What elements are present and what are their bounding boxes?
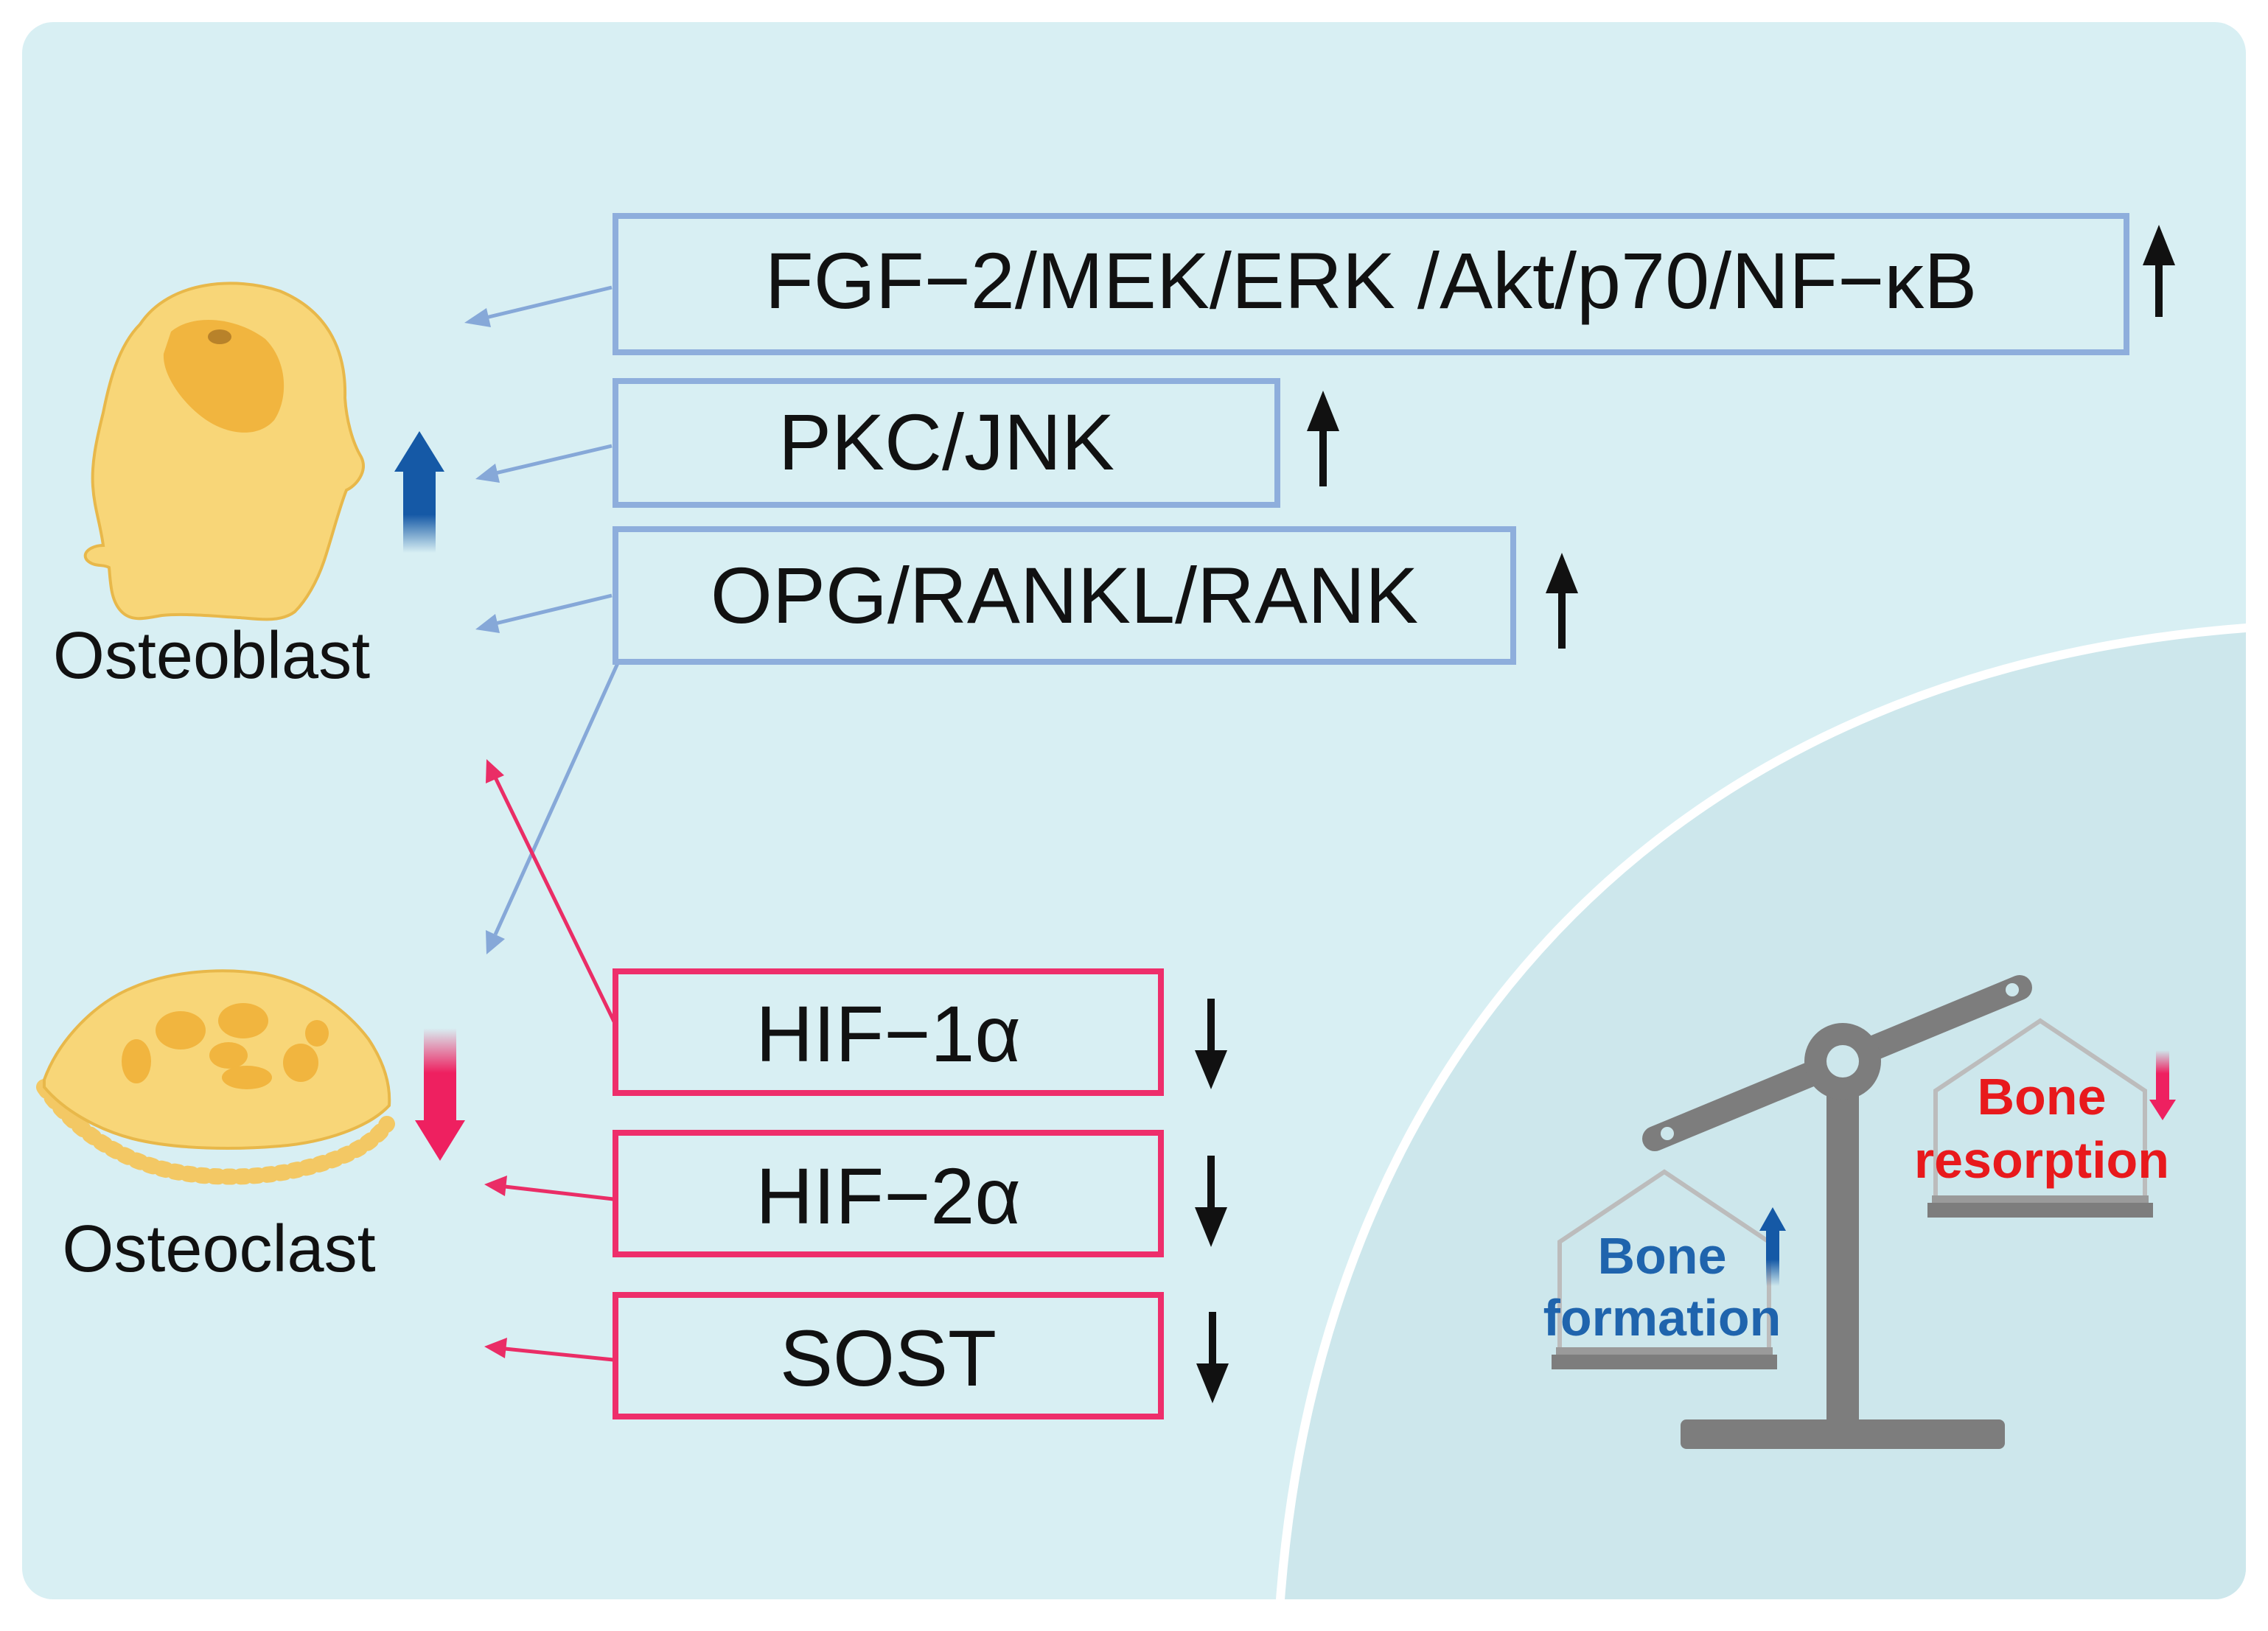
pathway-box-opg: OPG/RANKL/RANK	[613, 526, 1516, 665]
scale-beam-left-hole	[1661, 1127, 1674, 1140]
inset-region	[1274, 621, 2246, 1599]
osteoblast-nucleolus	[208, 329, 231, 344]
trend-up-arrow-fgf2	[2143, 225, 2175, 317]
trend-down-arrow-hif1a	[1195, 999, 1227, 1089]
pathway-label-sost: SOST	[780, 1313, 997, 1403]
osteoclast-label: Osteoclast	[62, 1212, 375, 1286]
bone-formation-label-line1: Bone	[1598, 1227, 1727, 1285]
scale-post	[1826, 1072, 1859, 1426]
osteoclast-nucleus-6	[283, 1044, 318, 1082]
osteoclast-nucleus-1	[156, 1011, 206, 1050]
scale-base	[1681, 1419, 2005, 1449]
scale-left-pan-plate-highlight	[1556, 1347, 1773, 1355]
pathway-label-fgf2: FGF−2/MEK/ERK /Akt/p70/NF−κB	[765, 236, 1978, 325]
osteoblast-cell-illustration	[83, 282, 365, 621]
pathway-label-hif1a: HIF−1α	[756, 989, 1021, 1078]
trend-down-arrow-hif2a	[1195, 1156, 1227, 1247]
scale-pivot-inner	[1826, 1045, 1859, 1078]
connector-sost-to-osteoclast	[504, 1347, 614, 1362]
trend-down-arrow-sost	[1196, 1312, 1229, 1403]
osteoclast-nucleus-4	[209, 1042, 248, 1069]
scale-left-pan-plate	[1552, 1355, 1777, 1369]
pathway-label-pkc: PKC/JNK	[778, 397, 1114, 486]
pathway-box-sost: SOST	[613, 1292, 1164, 1419]
connector-fgf2-to-osteoblast	[482, 285, 613, 321]
pathway-box-pkc: PKC/JNK	[613, 378, 1280, 508]
scale-right-pan-frame	[1933, 1018, 2147, 1198]
osteoclast-fringe	[36, 1079, 395, 1185]
osteoblast-up-arrow	[394, 431, 444, 553]
connector-hif1a-to-osteoblast	[493, 776, 618, 1026]
blue-connectors	[464, 285, 620, 954]
connector-pkc-to-osteoblast	[492, 444, 613, 476]
balance-scale-illustration	[1552, 975, 2176, 1449]
pathway-box-hif1a: HIF−1α	[613, 968, 1164, 1096]
scale-right-pan-plate	[1927, 1203, 2153, 1218]
osteoclast-down-arrow	[415, 1028, 465, 1161]
osteoblast-body	[83, 282, 365, 621]
osteoclast-nucleus-3	[122, 1039, 151, 1083]
trend-up-arrow-opg	[1546, 553, 1578, 649]
osteoclast-nucleus-7	[305, 1020, 329, 1047]
osteoblast-label: Osteoblast	[53, 619, 370, 693]
pathway-label-hif2a: HIF−2α	[756, 1151, 1021, 1240]
pathway-box-hif2a: HIF−2α	[613, 1130, 1164, 1257]
pathway-box-fgf2: FGF−2/MEK/ERK /Akt/p70/NF−κB	[613, 213, 2129, 355]
bone-resorption-down-arrow	[2149, 1050, 2176, 1120]
osteoclast-nucleus-2	[218, 1003, 268, 1038]
bone-resorption-label-line1: Bone	[1978, 1068, 2107, 1125]
red-connectors	[484, 759, 618, 1362]
bone-resorption-label-line2: resorption	[1914, 1131, 2169, 1189]
connector-hif2a-to-osteoclast	[504, 1184, 614, 1201]
osteoblast-nucleus	[163, 319, 285, 433]
connector-opg-to-osteoclast	[493, 662, 620, 936]
scale-right-pan-plate-highlight	[1932, 1195, 2149, 1203]
connector-opg-to-osteoblast	[492, 593, 613, 626]
scale-beam-right-hole	[2006, 983, 2019, 996]
osteoclast-cell-illustration	[36, 969, 395, 1185]
pathway-label-opg: OPG/RANKL/RANK	[711, 551, 1418, 640]
bone-formation-label-line2: formation	[1543, 1289, 1782, 1347]
bone-formation-up-arrow	[1759, 1207, 1786, 1286]
trend-up-arrow-pkc	[1307, 391, 1339, 486]
osteoclast-nucleus-5	[222, 1066, 272, 1089]
